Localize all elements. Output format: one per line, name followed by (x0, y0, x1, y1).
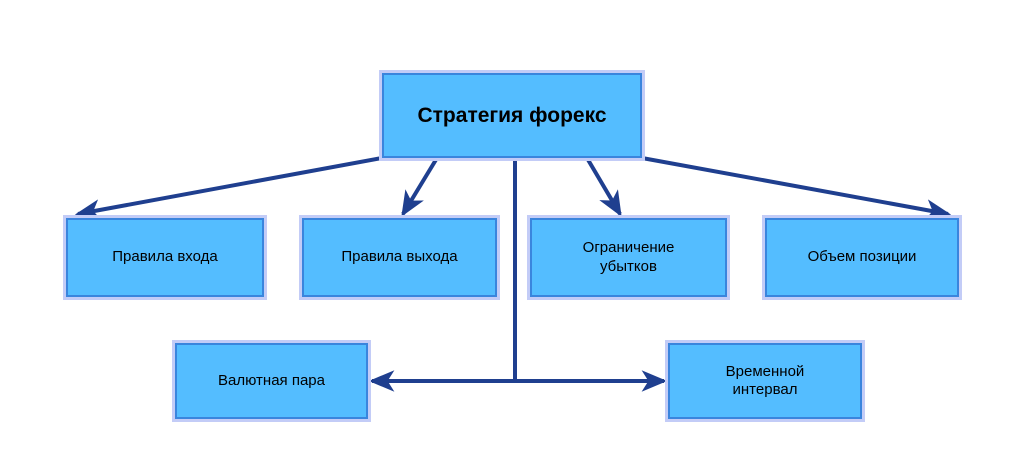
node-position-volume-label: Объем позиции (807, 248, 917, 266)
node-loss-limit-label: Ограничение убытков (582, 239, 675, 275)
node-timeframe[interactable]: Временной интервал (668, 343, 862, 419)
connector-root-to-exit (401, 156, 439, 217)
connector-root-to-volume (641, 156, 952, 221)
node-currency-pair[interactable]: Валютная пара (175, 343, 368, 419)
node-entry-rules[interactable]: Правила входа (66, 218, 264, 297)
node-loss-limit[interactable]: Ограничение убытков (530, 218, 727, 297)
node-entry-rules-label: Правила входа (112, 248, 218, 266)
node-timeframe-label: Временной интервал (725, 362, 805, 398)
node-exit-rules-label: Правила выхода (341, 248, 458, 266)
node-position-volume[interactable]: Объем позиции (765, 218, 959, 297)
node-strategy-root[interactable]: Стратегия форекс (382, 73, 642, 158)
connector-root-to-entry (74, 156, 383, 221)
connector-root-to-stoploss (585, 156, 622, 217)
node-currency-pair-label: Валютная пара (218, 371, 325, 389)
node-exit-rules[interactable]: Правила выхода (302, 218, 497, 297)
node-strategy-root-label: Стратегия форекс (417, 103, 607, 127)
